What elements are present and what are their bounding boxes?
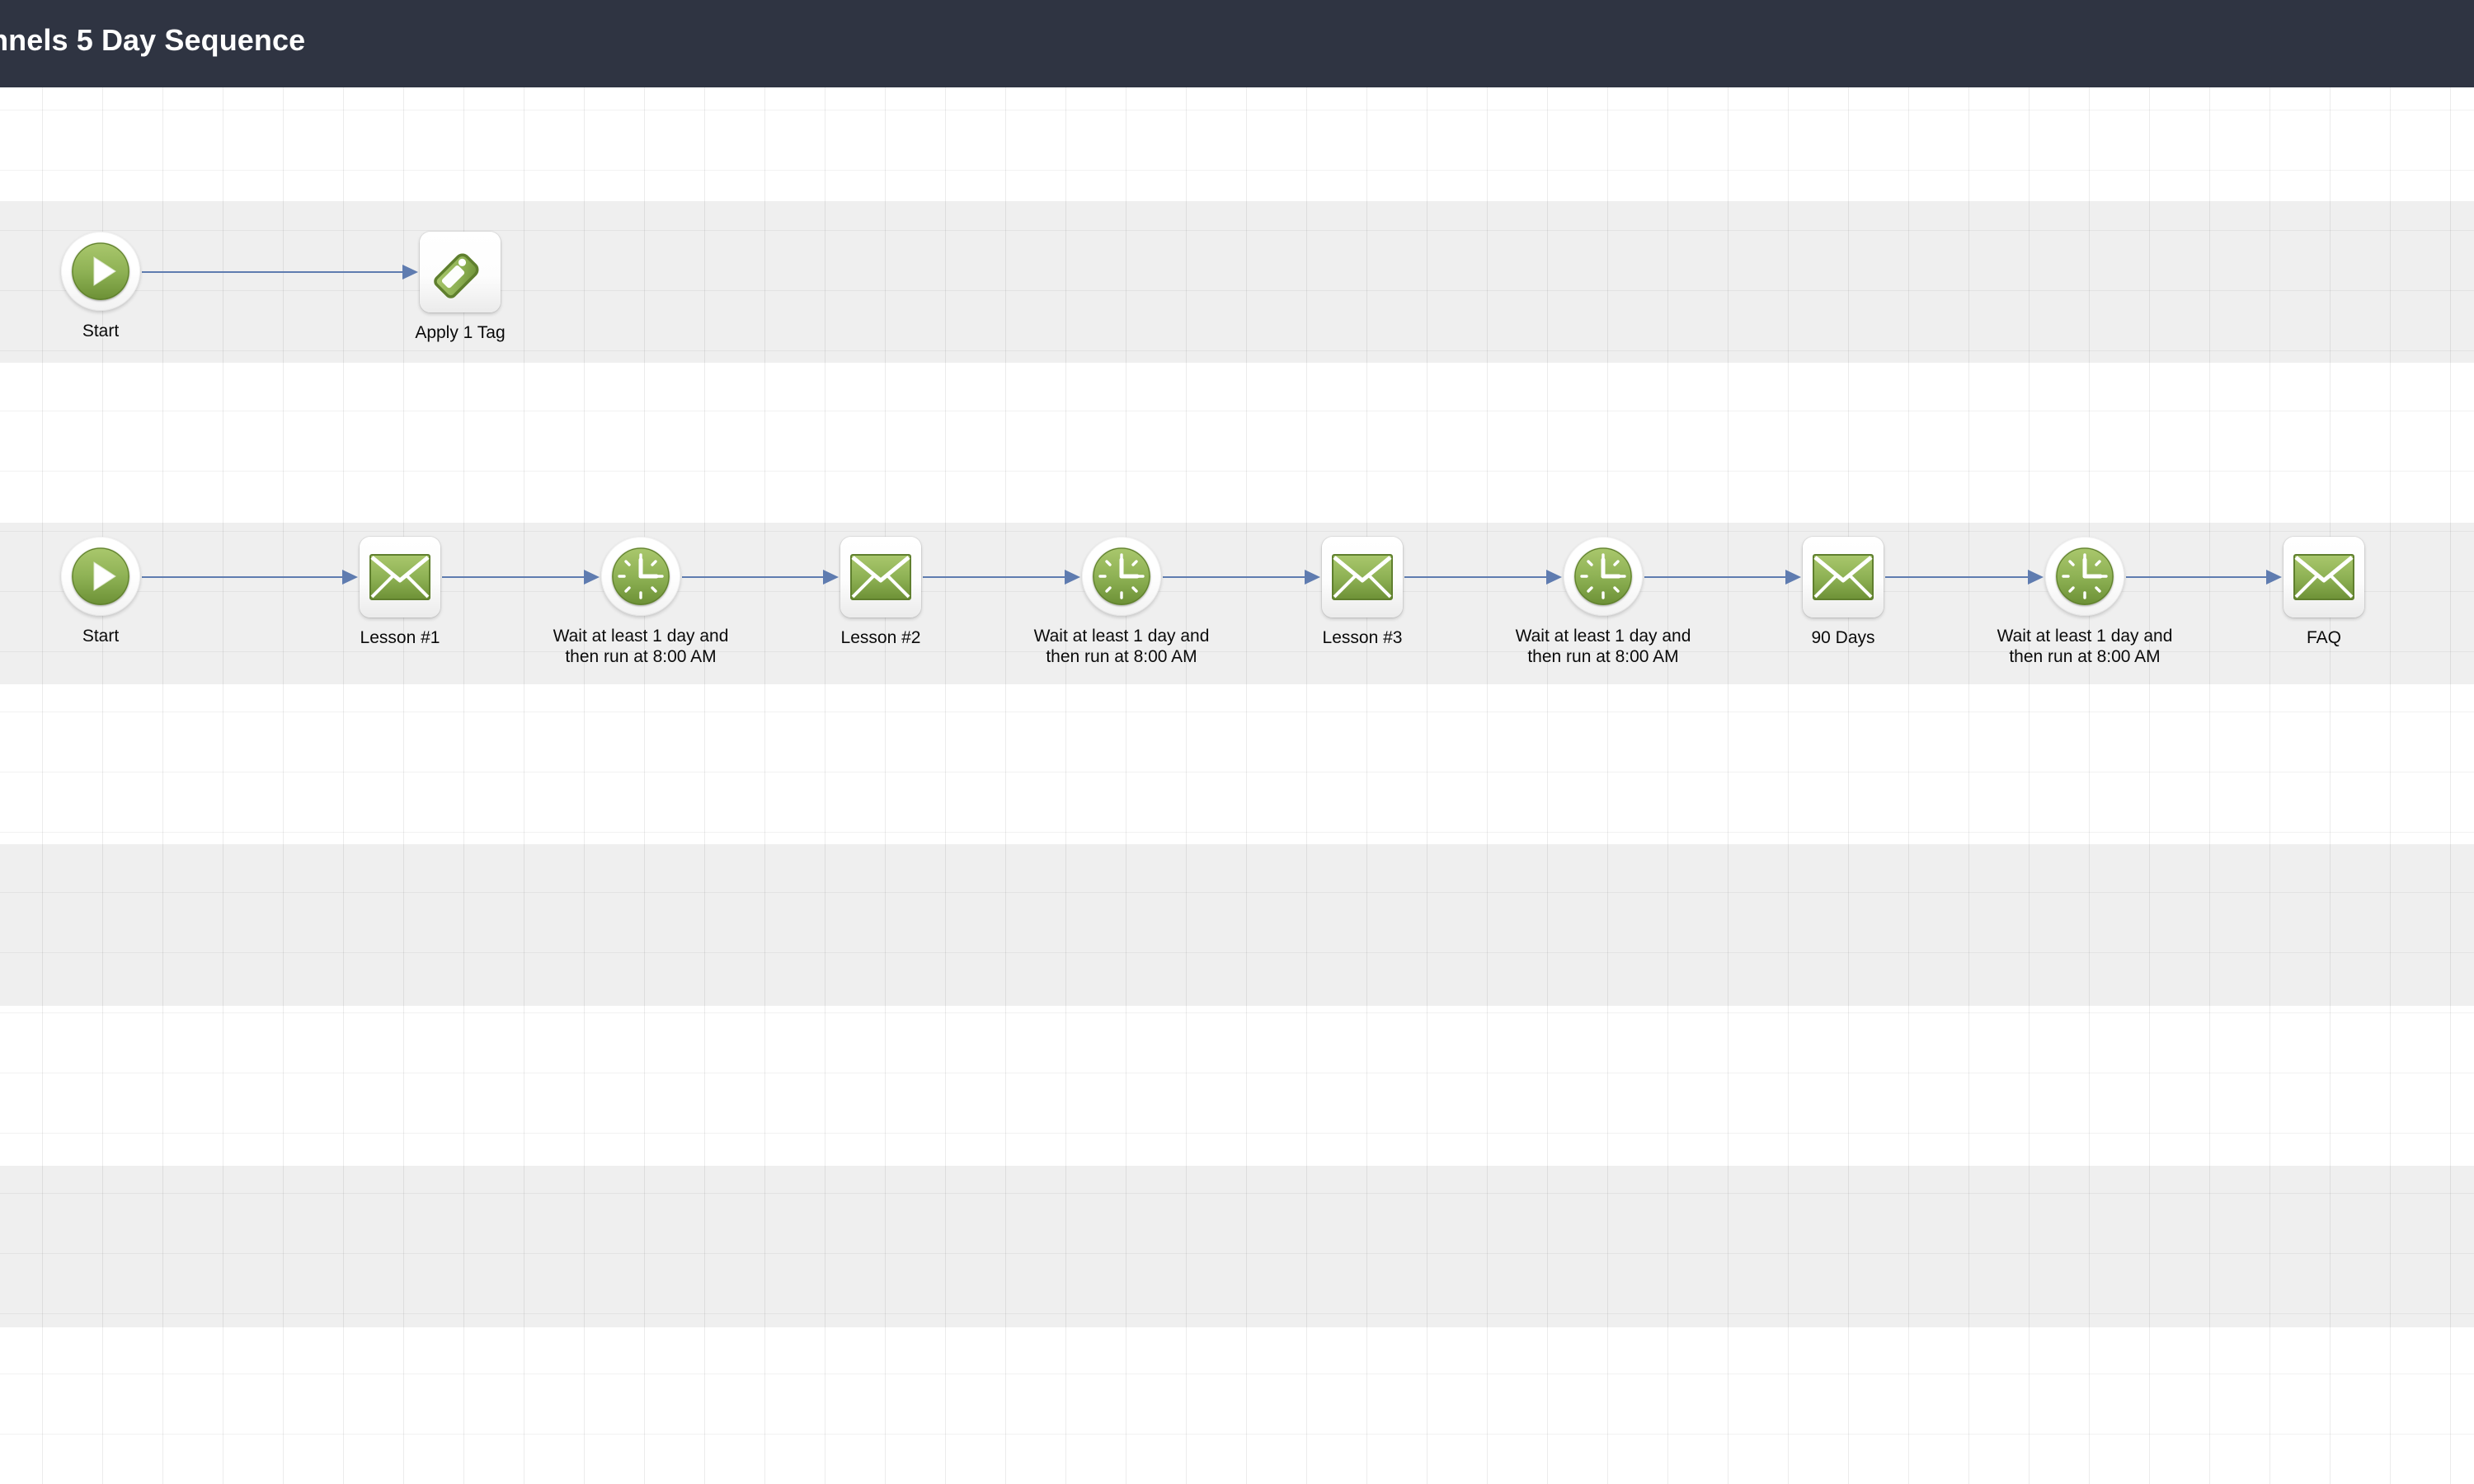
envelope-icon (1813, 554, 1874, 600)
envelope-icon (2293, 554, 2354, 600)
flow-node-n2-wait-2[interactable]: Wait at least 1 day and then run at 8:00… (1034, 537, 1209, 667)
envelope-icon (1813, 554, 1874, 600)
node-icon-frame[interactable] (1322, 537, 1403, 618)
play-icon (72, 547, 129, 605)
flow-node-n2-wait-1[interactable]: Wait at least 1 day and then run at 8:00… (553, 537, 728, 667)
play-icon (72, 242, 129, 300)
node-label: Wait at least 1 day and then run at 8:00… (553, 627, 729, 666)
node-label: Wait at least 1 day and then run at 8:00… (1515, 627, 1691, 666)
clock-icon (1574, 547, 1632, 605)
play-icon (72, 242, 129, 300)
envelope-icon (1332, 554, 1393, 600)
clock-icon (2056, 547, 2114, 605)
node-label: 90 Days (1811, 628, 1875, 647)
node-icon-frame[interactable] (420, 232, 501, 312)
node-label: Wait at least 1 day and then run at 8:00… (1997, 627, 2173, 666)
sequence-canvas[interactable]: Start Apply 1 Tag (0, 87, 2474, 1484)
flow-node-n1-start[interactable]: Start (35, 232, 167, 341)
flow-node-n2-lesson-1[interactable]: Lesson #1 (334, 537, 466, 648)
node-icon-frame[interactable] (1082, 537, 1161, 616)
node-icon-frame[interactable] (360, 537, 440, 618)
envelope-icon (850, 554, 911, 600)
node-label: Start (82, 322, 120, 340)
node-label: Apply 1 Tag (415, 323, 506, 342)
clock-icon (612, 547, 670, 605)
flow-node-n2-start[interactable]: Start (35, 537, 167, 646)
app-header: unnels 5 Day Sequence (0, 0, 2474, 87)
clock-icon (612, 547, 670, 605)
node-label: Lesson #1 (360, 628, 440, 647)
node-label: Lesson #2 (840, 628, 921, 647)
node-label: FAQ (2306, 628, 2341, 647)
canvas-band (0, 844, 2474, 1006)
node-label: Start (82, 627, 120, 646)
flow-node-n1-apply-tag[interactable]: Apply 1 Tag (394, 232, 526, 343)
tag-icon (434, 253, 479, 298)
node-icon-frame[interactable] (61, 232, 140, 311)
node-label: Wait at least 1 day and then run at 8:00… (1033, 627, 1210, 666)
play-icon (72, 547, 129, 605)
node-icon-frame[interactable] (1803, 537, 1884, 618)
envelope-icon (850, 554, 911, 600)
node-icon-frame[interactable] (2045, 537, 2124, 616)
node-icon-frame[interactable] (601, 537, 680, 616)
clock-icon (1093, 547, 1150, 605)
flow-node-n2-90-days[interactable]: 90 Days (1777, 537, 1909, 648)
flow-node-n2-lesson-2[interactable]: Lesson #2 (815, 537, 947, 648)
flow-node-n2-wait-4[interactable]: Wait at least 1 day and then run at 8:00… (1997, 537, 2172, 667)
envelope-icon (2293, 554, 2354, 600)
flow-node-n2-lesson-3[interactable]: Lesson #3 (1296, 537, 1428, 648)
page-title: unnels 5 Day Sequence (0, 23, 306, 57)
envelope-icon (1332, 554, 1393, 600)
canvas-band (0, 201, 2474, 363)
node-label: Lesson #3 (1322, 628, 1403, 647)
clock-icon (2056, 547, 2114, 605)
flow-node-n2-faq[interactable]: FAQ (2258, 537, 2390, 648)
node-icon-frame[interactable] (61, 537, 140, 616)
node-icon-frame[interactable] (2284, 537, 2364, 618)
envelope-icon (369, 554, 430, 600)
clock-icon (1093, 547, 1150, 605)
node-icon-frame[interactable] (1564, 537, 1643, 616)
clock-icon (1574, 547, 1632, 605)
envelope-icon (369, 554, 430, 600)
node-icon-frame[interactable] (840, 537, 921, 618)
flow-node-n2-wait-3[interactable]: Wait at least 1 day and then run at 8:00… (1516, 537, 1691, 667)
tag-icon (430, 242, 491, 303)
canvas-band (0, 1166, 2474, 1327)
